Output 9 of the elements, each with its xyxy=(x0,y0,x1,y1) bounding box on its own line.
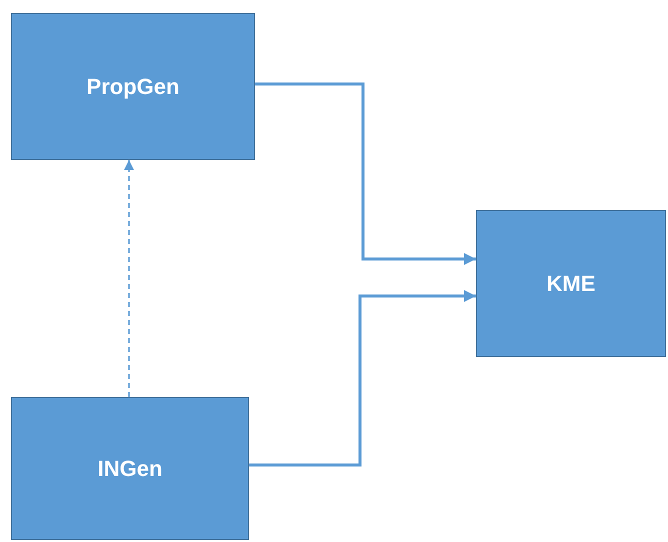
box-label: KME xyxy=(546,270,596,296)
box-label: INGen xyxy=(98,456,162,482)
process-box xyxy=(476,210,666,357)
process-box xyxy=(11,13,255,160)
dashed-arrow xyxy=(124,160,134,397)
arrow xyxy=(255,82,476,265)
process-box xyxy=(11,397,249,540)
box-label: PropGen xyxy=(86,74,180,100)
arrow xyxy=(249,290,476,466)
